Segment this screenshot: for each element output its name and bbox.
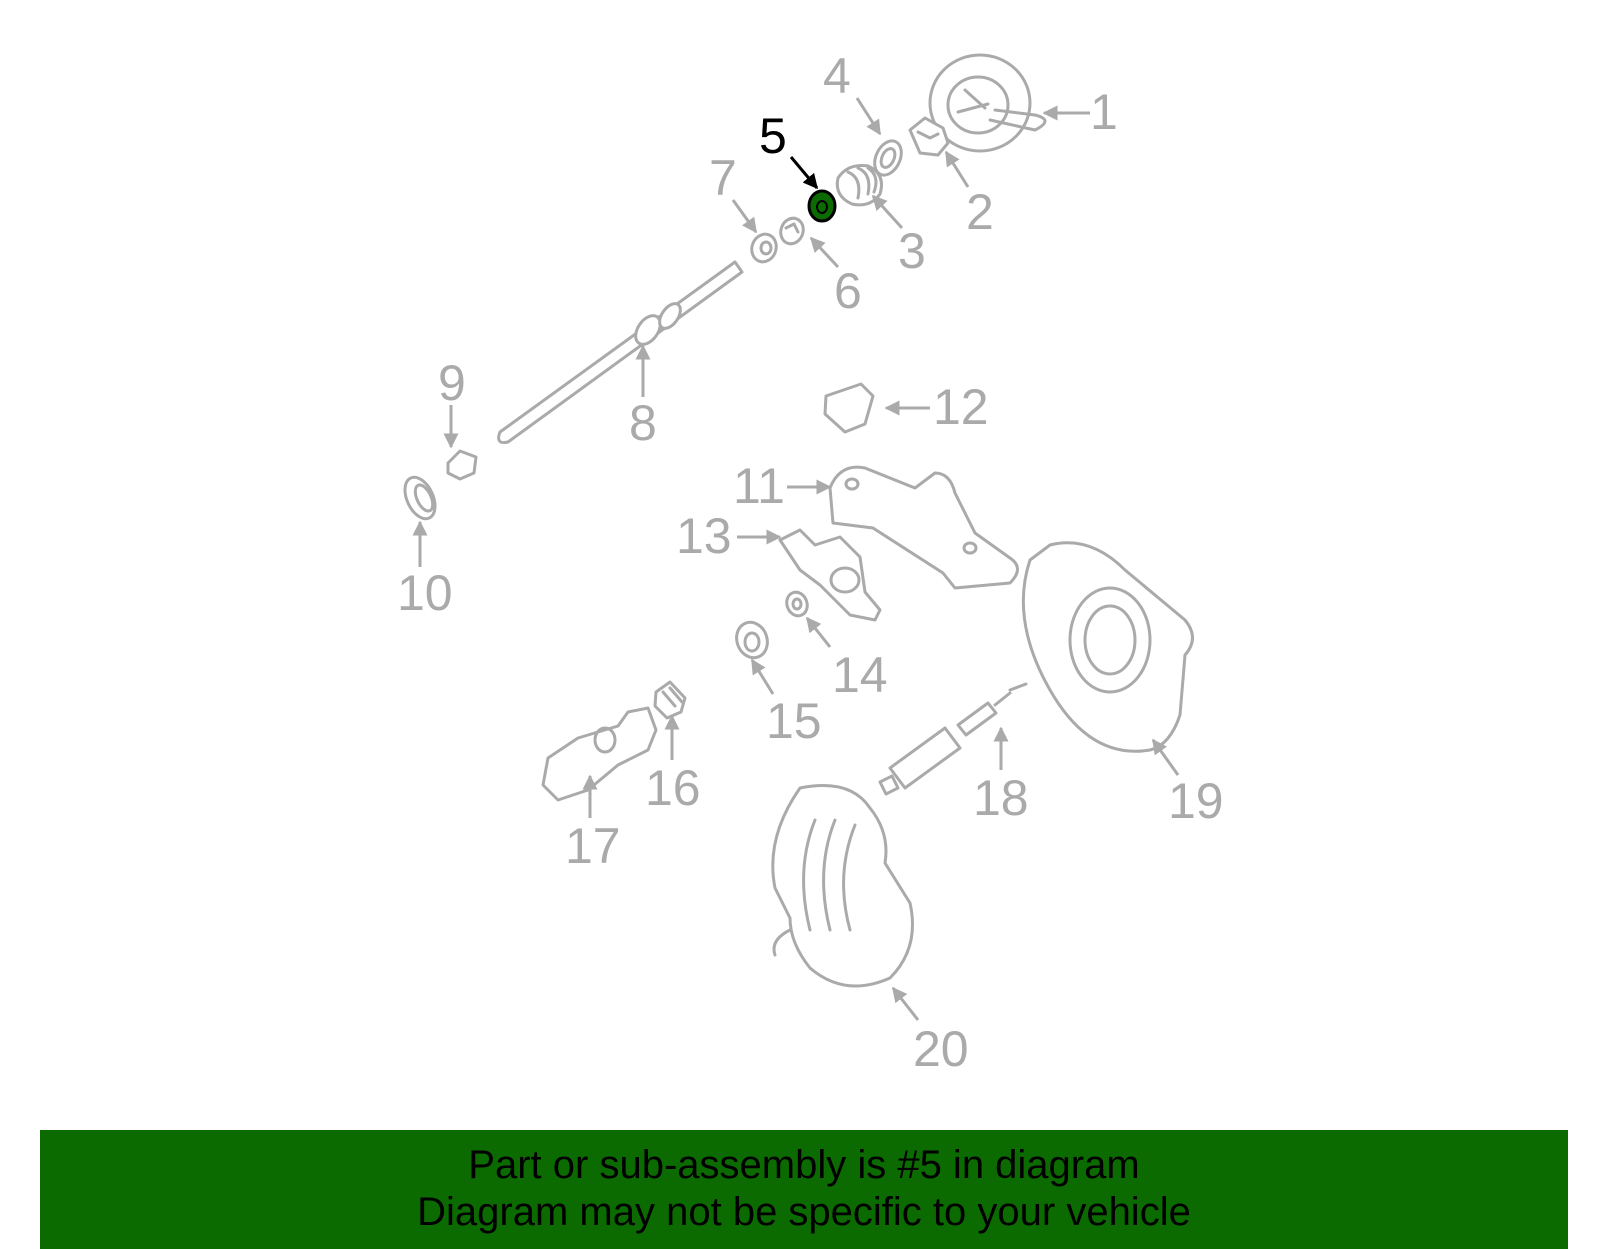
info-banner: Part or sub-assembly is #5 in diagram Di… — [40, 1130, 1568, 1249]
part-17-shape[interactable] — [541, 706, 658, 802]
part-19-shape[interactable] — [1021, 541, 1194, 753]
part-8-shape[interactable] — [497, 260, 744, 444]
part-6-shape[interactable] — [777, 215, 807, 247]
label-1[interactable]: 1 — [1090, 84, 1118, 140]
label-20[interactable]: 20 — [913, 1021, 969, 1077]
part-16-shape[interactable] — [653, 680, 687, 720]
part-labels: 1 2 3 4 5 6 7 8 9 10 11 12 13 14 15 16 1… — [397, 48, 1224, 1077]
leader-lines — [412, 97, 1180, 1021]
label-3[interactable]: 3 — [898, 223, 926, 279]
part-18-shape[interactable] — [878, 682, 1028, 796]
part-20-shape[interactable] — [771, 784, 914, 988]
label-7[interactable]: 7 — [709, 150, 737, 206]
label-2[interactable]: 2 — [966, 184, 994, 240]
part-10-shape[interactable] — [399, 473, 441, 524]
part-1-shape[interactable] — [928, 53, 1047, 153]
part-14-shape[interactable] — [783, 589, 810, 618]
label-19[interactable]: 19 — [1168, 773, 1224, 829]
part-7-shape[interactable] — [748, 231, 780, 266]
banner-line-part: Part or sub-assembly is #5 in diagram — [468, 1143, 1140, 1187]
label-13[interactable]: 13 — [676, 508, 732, 564]
parts-diagram: 1 2 3 4 5 6 7 8 9 10 11 12 13 14 15 16 1… — [397, 48, 1224, 1077]
label-6[interactable]: 6 — [834, 263, 862, 319]
part-9-shape[interactable] — [446, 449, 478, 481]
label-4[interactable]: 4 — [823, 48, 851, 104]
part-12-shape[interactable] — [823, 382, 875, 434]
label-8[interactable]: 8 — [629, 395, 657, 451]
label-9[interactable]: 9 — [438, 355, 466, 411]
label-18[interactable]: 18 — [973, 770, 1029, 826]
part-11-shape[interactable] — [828, 465, 1019, 590]
label-12[interactable]: 12 — [933, 379, 989, 435]
label-17[interactable]: 17 — [565, 818, 621, 874]
label-5[interactable]: 5 — [759, 108, 787, 164]
part-4-shape[interactable] — [870, 137, 907, 180]
label-15[interactable]: 15 — [766, 693, 822, 749]
part-3-shape[interactable] — [835, 164, 883, 207]
label-11[interactable]: 11 — [733, 458, 785, 514]
banner-line-disclaimer: Diagram may not be specific to your vehi… — [417, 1190, 1191, 1234]
label-14[interactable]: 14 — [832, 647, 888, 703]
label-10[interactable]: 10 — [397, 565, 453, 621]
part-13-shape[interactable] — [778, 528, 882, 622]
part-15-shape[interactable] — [732, 618, 773, 662]
label-16[interactable]: 16 — [645, 760, 701, 816]
part-2-shape[interactable] — [908, 116, 950, 157]
part-5-shape[interactable] — [807, 189, 837, 223]
